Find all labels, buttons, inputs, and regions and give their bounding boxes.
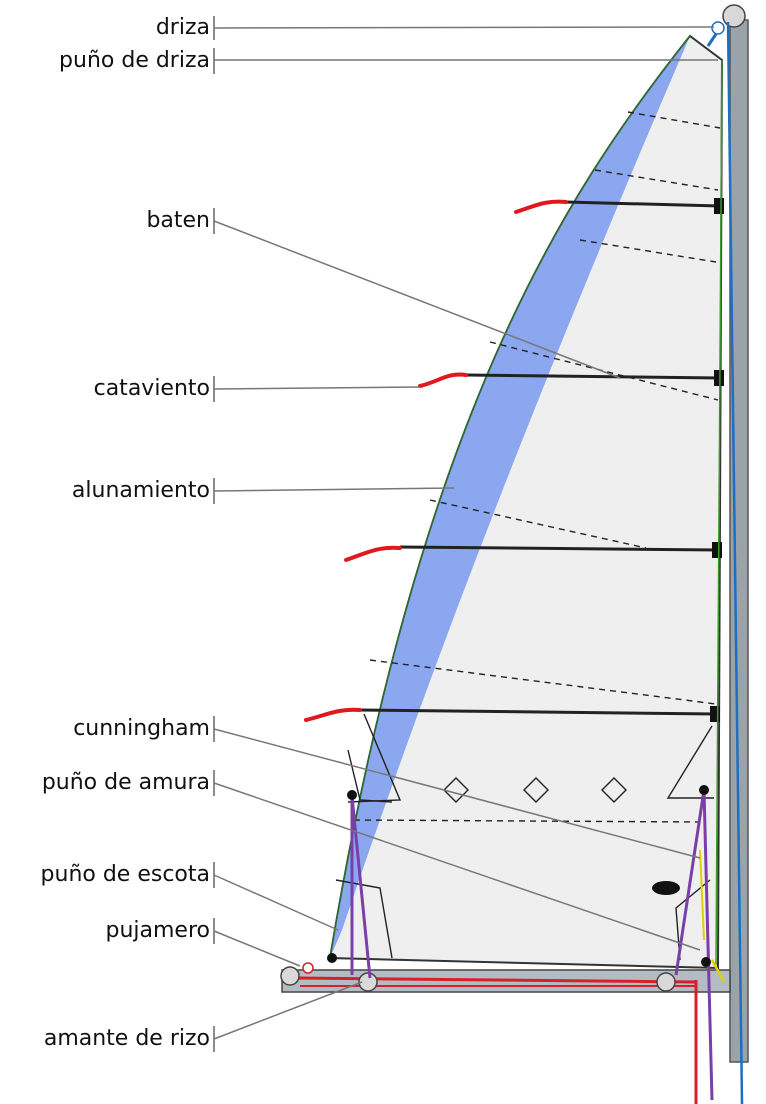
- label-cunningham: cunningham: [73, 716, 210, 741]
- batten-2: [465, 373, 721, 380]
- seams: [353, 111, 721, 823]
- batten-4: [359, 708, 717, 716]
- sail-number-mark: [652, 881, 680, 895]
- batten-3: [399, 545, 719, 552]
- reinforcement-patches: [335, 713, 714, 961]
- sail-body: [328, 34, 724, 970]
- label-amante-de-rizo: amante de rizo: [43, 1026, 210, 1051]
- leader-lines: [213, 26, 718, 1040]
- reef-lines: [350, 789, 714, 1101]
- telltales: [304, 199, 568, 722]
- label-baten: baten: [146, 208, 210, 233]
- label-puno-de-escota: puño de escota: [40, 862, 210, 887]
- label-cataviento: cataviento: [93, 376, 210, 401]
- masthead-sheave: [722, 4, 746, 28]
- sail-windows: [443, 777, 627, 803]
- label-puno-de-driza: puño de driza: [59, 48, 210, 73]
- label-pujamero: pujamero: [105, 918, 211, 943]
- batten-1: [565, 200, 721, 208]
- label-alunamiento: alunamiento: [71, 478, 210, 503]
- label-puno-de-amura: puño de amura: [41, 770, 210, 795]
- halyard-line: [726, 21, 744, 1104]
- label-driza: driza: [155, 15, 210, 40]
